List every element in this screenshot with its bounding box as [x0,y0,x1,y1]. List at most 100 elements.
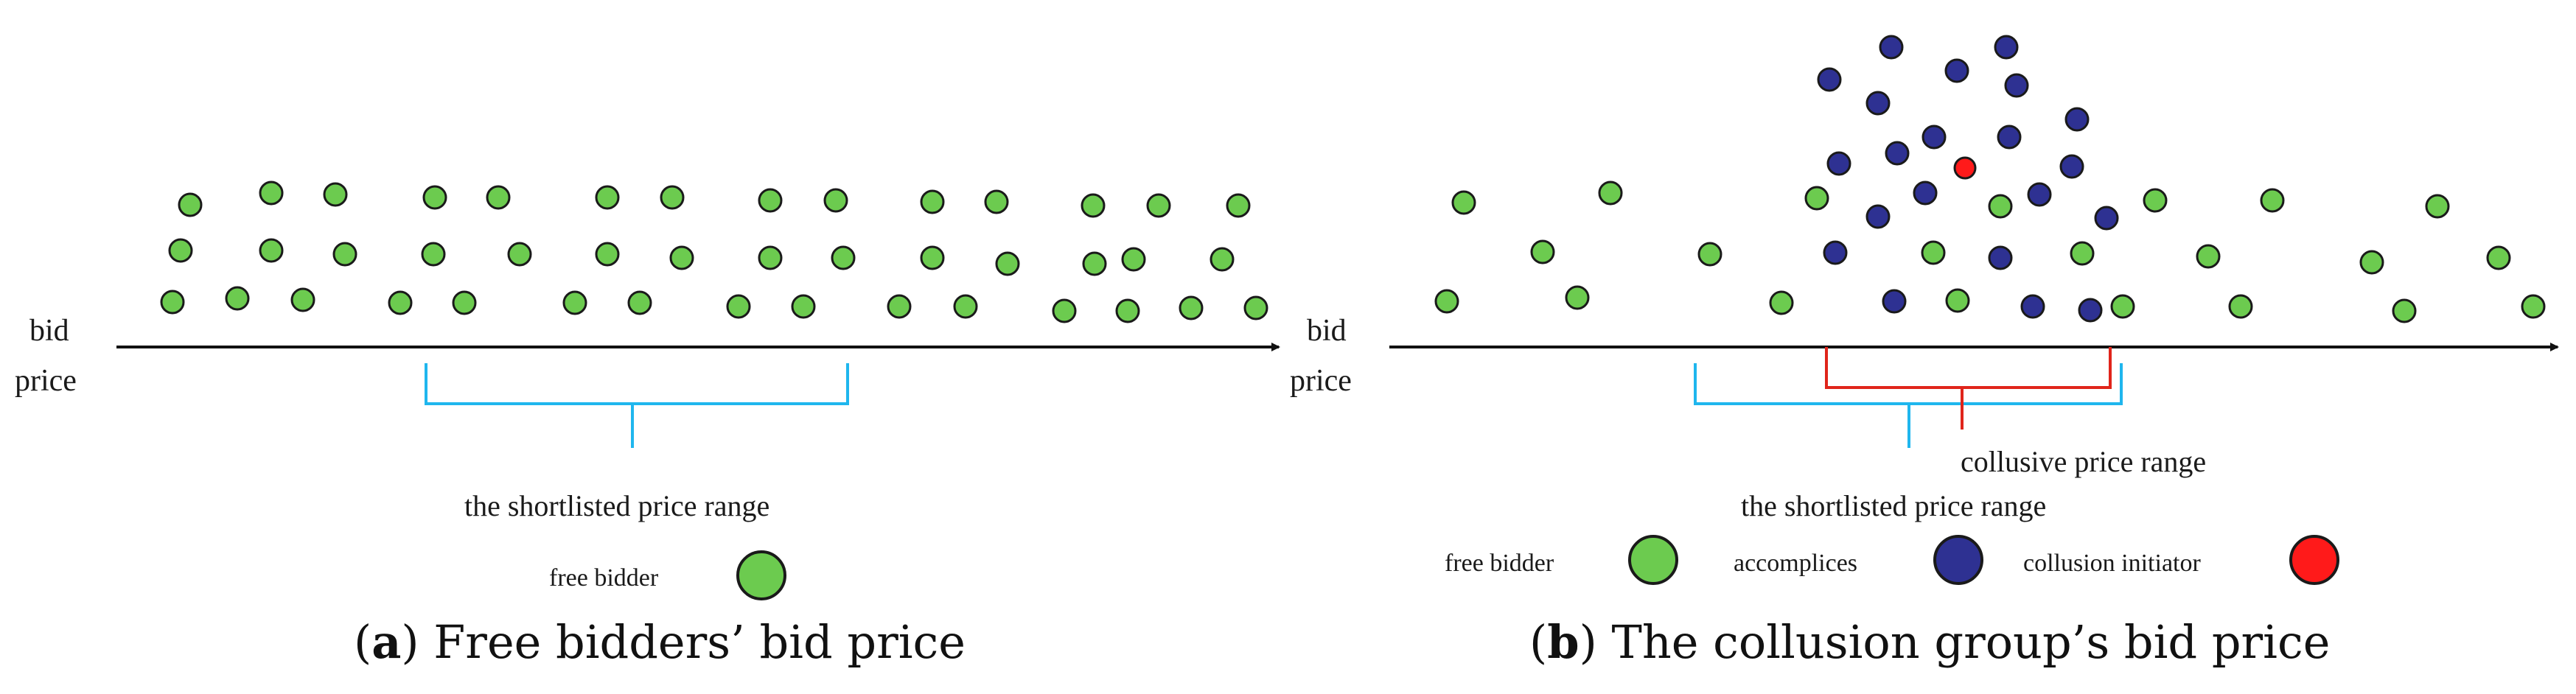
panel-b-free-bidder-dot-16 [2196,244,2221,269]
panel-b-free-bidder-dot-9 [1988,194,2013,219]
panel-b-accomplice-dot-16 [2094,206,2119,231]
panel-b-accomplice-dot-13 [1865,204,1891,229]
panel-b-free-bidder-dot-3 [1530,239,1555,264]
panel-b-free-bidder-dot-14 [2260,188,2285,213]
panel-a-legend-free-swatch [736,550,786,600]
panel-b-accomplice-dot-19 [1882,289,1907,314]
panel-a-free-bidder-dot-32 [388,290,413,315]
panel-b-legend-free-label: free bidder [1445,550,1554,577]
panel-a-free-bidder-dot-23 [831,245,856,270]
panel-a: bid price the shortlisted price range fr… [15,180,1280,669]
panel-b-free-bidder-dot-4 [1434,289,1459,314]
panel-b-accomplice-dot-7 [2064,107,2090,132]
panel-b-legend-free-swatch [1628,535,1678,585]
panel-b-free-bidder-dot-6 [1697,242,1722,267]
panel-b-free-bidder-dot-7 [1769,290,1794,315]
panel-b-accomplice-dot-3 [1817,67,1842,92]
panel-a-free-bidder-dot-28 [1210,247,1235,272]
panel-b-axis-label-bid: bid [1307,314,1347,348]
panel-b-accomplice-dot-1 [1879,35,1904,60]
panel-a-bidders [160,180,1268,323]
panel-b-accomplice-dot-11 [1997,125,2022,150]
panel-b-accomplice-dot-15 [2027,182,2052,207]
panel-a-free-bidder-dot-6 [595,185,620,210]
panel-a-free-bidder-dot-26 [1082,251,1107,276]
panel-b-accomplice-dot-6 [1865,91,1891,116]
panel-a-free-bidder-dot-31 [290,287,315,312]
panel-b-accomplice-dot-4 [1944,58,1969,83]
panel-b-free-bidder-dot-11 [2070,241,2095,266]
panel-a-free-bidder-dot-21 [669,245,694,270]
panel-a-free-bidder-dot-36 [726,294,751,319]
panel-a-free-bidder-dot-37 [791,294,816,319]
panel-a-free-bidder-dot-9 [823,188,848,213]
panel-b-caption: (b) The collusion group’s bid price [1529,615,2330,669]
panel-b-free-bidder-dot-8 [1804,186,1829,211]
panel-b-accomplice-dot-21 [2078,298,2103,323]
panel-a-free-bidder-dot-4 [422,185,447,210]
panel-b-accomplice-dot-10 [1921,125,1947,150]
panel-a-shortlist-bracket [425,363,849,448]
panel-b-legend-initiator-swatch [2289,535,2339,585]
panel-a-free-bidder-dot-13 [1146,193,1171,218]
panel-a-axis-label-price: price [15,364,77,398]
panel-a-axis-label-bid: bid [29,314,69,348]
panel-b-legend-accomplice-swatch [1933,535,1983,585]
panel-b-bidders [1434,35,2546,323]
panel-a-free-bidder-dot-40 [1052,298,1077,323]
panel-b-free-bidder-dot-10 [1921,240,1946,265]
panel-a-free-bidder-dot-11 [984,189,1009,214]
panel-b-shortlist-label: the shortlisted price range [1741,489,2046,522]
panel-b-free-bidder-dot-2 [1598,180,1623,206]
panel-a-caption: (a) Free bidders’ bid price [354,615,966,669]
panel-a-free-bidder-dot-3 [323,182,348,207]
panel-b-accomplice-dot-14 [1913,180,1938,206]
panel-a-free-bidder-dot-2 [259,180,284,206]
panel-a-free-bidder-dot-5 [486,185,511,210]
panel-b-free-bidder-dot-13 [2143,188,2168,213]
panel-a-free-bidder-dot-29 [160,290,185,315]
panel-b-accomplice-dot-12 [2059,154,2084,179]
panel-a-free-bidder-dot-20 [595,242,620,267]
panel-b-free-bidder-dot-20 [2392,298,2417,323]
panel-a-free-bidder-dot-12 [1081,193,1106,218]
panel-b-accomplice-dot-8 [1826,151,1851,176]
panel-a-free-bidder-dot-33 [452,290,477,315]
panel-b-free-bidder-dot-21 [2521,294,2546,319]
panel-b-free-bidder-dot-15 [2425,194,2450,219]
panel-a-free-bidder-dot-8 [758,188,783,213]
panel-b-accomplice-dot-18 [1988,245,2013,270]
panel-b-accomplice-dot-5 [2004,73,2029,98]
panel-a-free-bidder-dot-27 [1121,247,1146,272]
panel-a-free-bidder-dot-17 [332,242,357,267]
panel-a-legend-free-label: free bidder [549,564,659,592]
panel-a-free-bidder-dot-7 [660,185,685,210]
panel-a-free-bidder-dot-39 [953,294,978,319]
panel-a-free-bidder-dot-43 [1243,295,1268,320]
panel-b-accomplice-dot-9 [1885,141,1910,166]
panel-b-initiator-dot-1 [1953,156,1977,180]
panel-b-accomplice-dot-17 [1823,240,1848,265]
panel-a-free-bidder-dot-41 [1115,298,1140,323]
panel-a-free-bidder-dot-34 [562,290,587,315]
panel-b-free-bidder-dot-18 [2486,245,2511,270]
panel-b-free-bidder-dot-12 [1945,288,1970,313]
panel-b-free-bidder-dot-22 [2110,294,2135,319]
panel-b-free-bidder-dot-17 [2359,250,2384,275]
panel-a-free-bidder-dot-16 [259,238,284,263]
panel-b-caption-paren: ( [1529,615,1547,669]
panel-b-caption-text: ) The collusion group’s bid price [1580,615,2331,669]
panel-b-caption-letter: b [1547,615,1579,669]
panel-b-free-bidder-dot-5 [1565,285,1590,310]
panel-b-collusive-bracket [1825,347,2112,430]
panel-a-caption-text: ) Free bidders’ bid price [401,615,966,669]
panel-a-free-bidder-dot-15 [168,238,193,263]
panel-b-legend-initiator-label: collusion initiator [2023,550,2201,577]
panel-a-free-bidder-dot-18 [421,242,446,267]
panel-a-free-bidder-dot-10 [920,189,945,214]
panel-b-legend-accomplice-label: accomplices [1734,550,1857,577]
panel-a-free-bidder-dot-24 [920,245,945,270]
panel-a-free-bidder-dot-30 [225,286,250,311]
panel-a-free-bidder-dot-1 [178,192,203,217]
